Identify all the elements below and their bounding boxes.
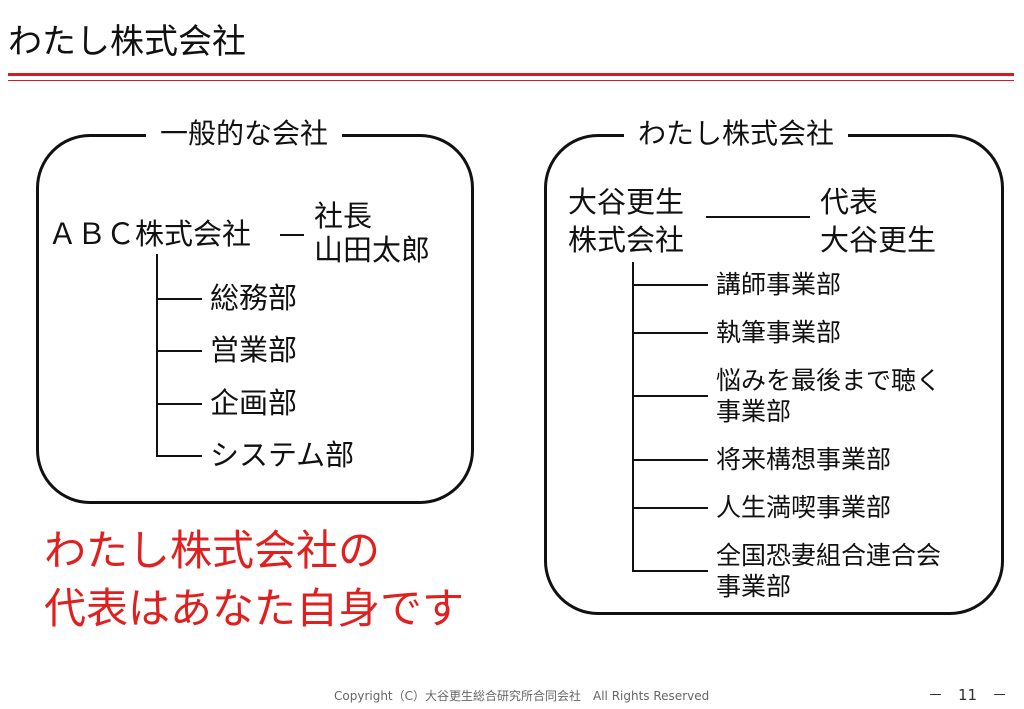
org-trunk-left xyxy=(156,254,158,456)
org-branch xyxy=(632,395,708,397)
president-role: 社長 xyxy=(314,199,373,233)
department-label-line2: 事業部 xyxy=(716,397,792,426)
general-company-name: ＡＢＣ株式会社 xyxy=(48,217,252,251)
representative-role: 代表 xyxy=(820,185,879,219)
department-label: 総務部 xyxy=(210,281,298,315)
org-trunk-right xyxy=(632,262,634,572)
department-label: 執筆事業部 xyxy=(716,318,842,347)
general-company-heading: 一般的な会社 xyxy=(146,117,343,151)
org-branch xyxy=(156,298,202,300)
president-name: 山田太郎 xyxy=(314,233,431,267)
key-message: わたし株式会社の 代表はあなた自身です xyxy=(44,522,464,638)
department-label: システム部 xyxy=(210,438,355,472)
org-branch xyxy=(156,350,202,352)
key-message-line2: 代表はあなた自身です xyxy=(44,584,465,633)
title-underline-thick xyxy=(8,73,1014,76)
department-label-line2: 事業部 xyxy=(716,572,792,601)
org-branch xyxy=(632,332,708,334)
department-label: 営業部 xyxy=(210,333,298,367)
org-branch xyxy=(632,459,708,461)
department-label: 講師事業部 xyxy=(716,270,842,299)
watashi-company-name-line2: 株式会社 xyxy=(568,223,685,257)
representative-connector xyxy=(706,216,810,218)
title-underline-thin xyxy=(8,80,1014,81)
key-message-line1: わたし株式会社の xyxy=(44,526,381,575)
department-label: 全国恐妻組合連合会 xyxy=(716,541,942,570)
department-label: 企画部 xyxy=(210,386,298,420)
department-label: 将来構想事業部 xyxy=(716,445,892,474)
department-label: 人生満喫事業部 xyxy=(716,493,892,522)
representative-name: 大谷更生 xyxy=(820,223,937,257)
org-branch xyxy=(156,455,202,457)
slide-title: わたし株式会社 xyxy=(8,22,246,62)
footer-copyright: Copyright（C）大谷更生総合研究所合同会社 All Rights Res… xyxy=(334,689,710,703)
org-branch xyxy=(632,570,708,572)
org-branch xyxy=(632,284,708,286)
watashi-company-name-line1: 大谷更生 xyxy=(568,185,685,219)
department-label: 悩みを最後まで聴く xyxy=(716,366,942,395)
org-branch xyxy=(156,403,202,405)
president-connector xyxy=(280,234,304,236)
org-branch xyxy=(632,507,708,509)
page-number: － 11 － xyxy=(928,686,1008,704)
watashi-company-heading: わたし株式会社 xyxy=(624,117,849,151)
